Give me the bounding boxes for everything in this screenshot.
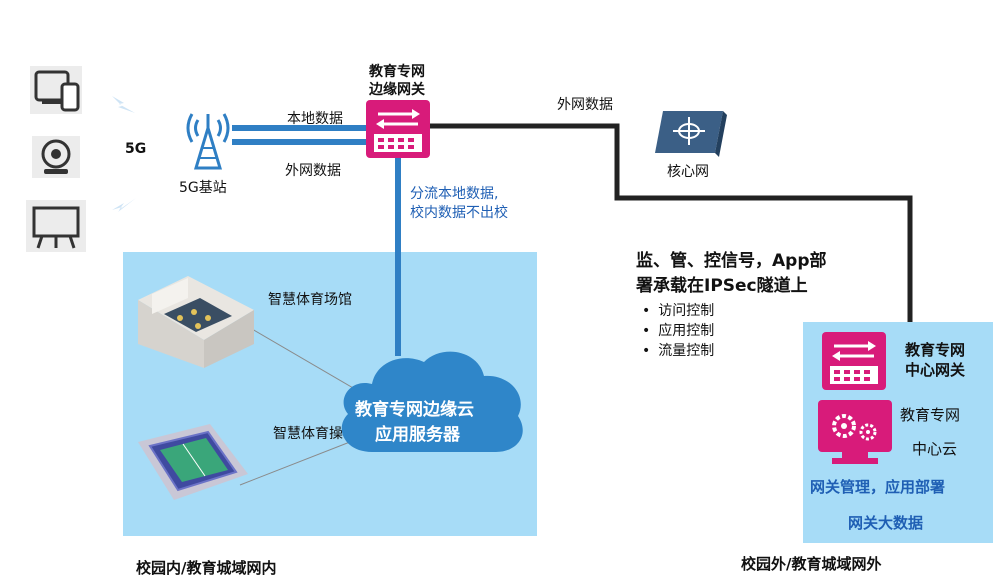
campus-outside-label: 校园外/教育城域网外 [741,555,882,573]
campus-inside-label: 校园内/教育城域网内 [136,559,277,577]
control-item: 访问控制 [642,301,714,321]
center-gateway-icon [822,332,886,390]
external-link [430,123,913,322]
cloud-label-2: 应用服务器 [375,425,460,445]
control-item: 流量控制 [642,341,714,361]
cloud-label-1: 教育专网边缘云 [355,400,474,420]
center-cloud-label-2: 中心云 [912,440,958,458]
gym-link [239,321,361,393]
control-list: 访问控制 应用控制 流量控制 [642,301,714,361]
deploy-label-2: 署承载在IPSec隧道上 [636,276,808,296]
deploy-label-1: 监、管、控信号，App部 [636,251,827,271]
center-gateway-title-1: 教育专网 [905,341,966,359]
signal-icon-2 [112,198,136,212]
center-gateway-title-2: 中心网关 [905,361,966,379]
antenna-icon [186,113,230,170]
gateway-mgmt-label: 网关管理，应用部署 [810,478,946,496]
g5-label: 5G [125,141,147,157]
offload-label-2: 校内数据不出校 [410,205,508,221]
camera-icon [32,136,80,178]
center-cloud-label-1: 教育专网 [900,406,961,424]
playground-image [138,424,248,500]
cloud-icon [341,351,523,452]
playground-label: 智慧体育操场 [273,426,357,442]
core-network-icon [655,111,727,157]
edge-gateway-title-2: 边缘网关 [369,82,425,98]
offload-label-1: 分流本地数据, [410,186,499,202]
signal-icon-1 [112,96,135,113]
playground-link [239,439,356,486]
base-station-label: 5G基站 [179,180,227,196]
control-item: 应用控制 [642,321,714,341]
board-icon [26,200,86,252]
external-data-left-label: 外网数据 [285,163,341,179]
device-icon [30,66,82,114]
gym-image [138,276,254,368]
gym-label: 智慧体育场馆 [268,292,352,308]
gateway-bigdata-label: 网关大数据 [848,514,924,532]
gateway-icon [366,100,430,158]
local-data-label: 本地数据 [287,111,343,127]
core-network-label: 核心网 [667,164,709,180]
external-data-right-label: 外网数据 [557,97,613,113]
edge-gateway-title-1: 教育专网 [369,64,425,80]
gear-icon [818,400,892,464]
